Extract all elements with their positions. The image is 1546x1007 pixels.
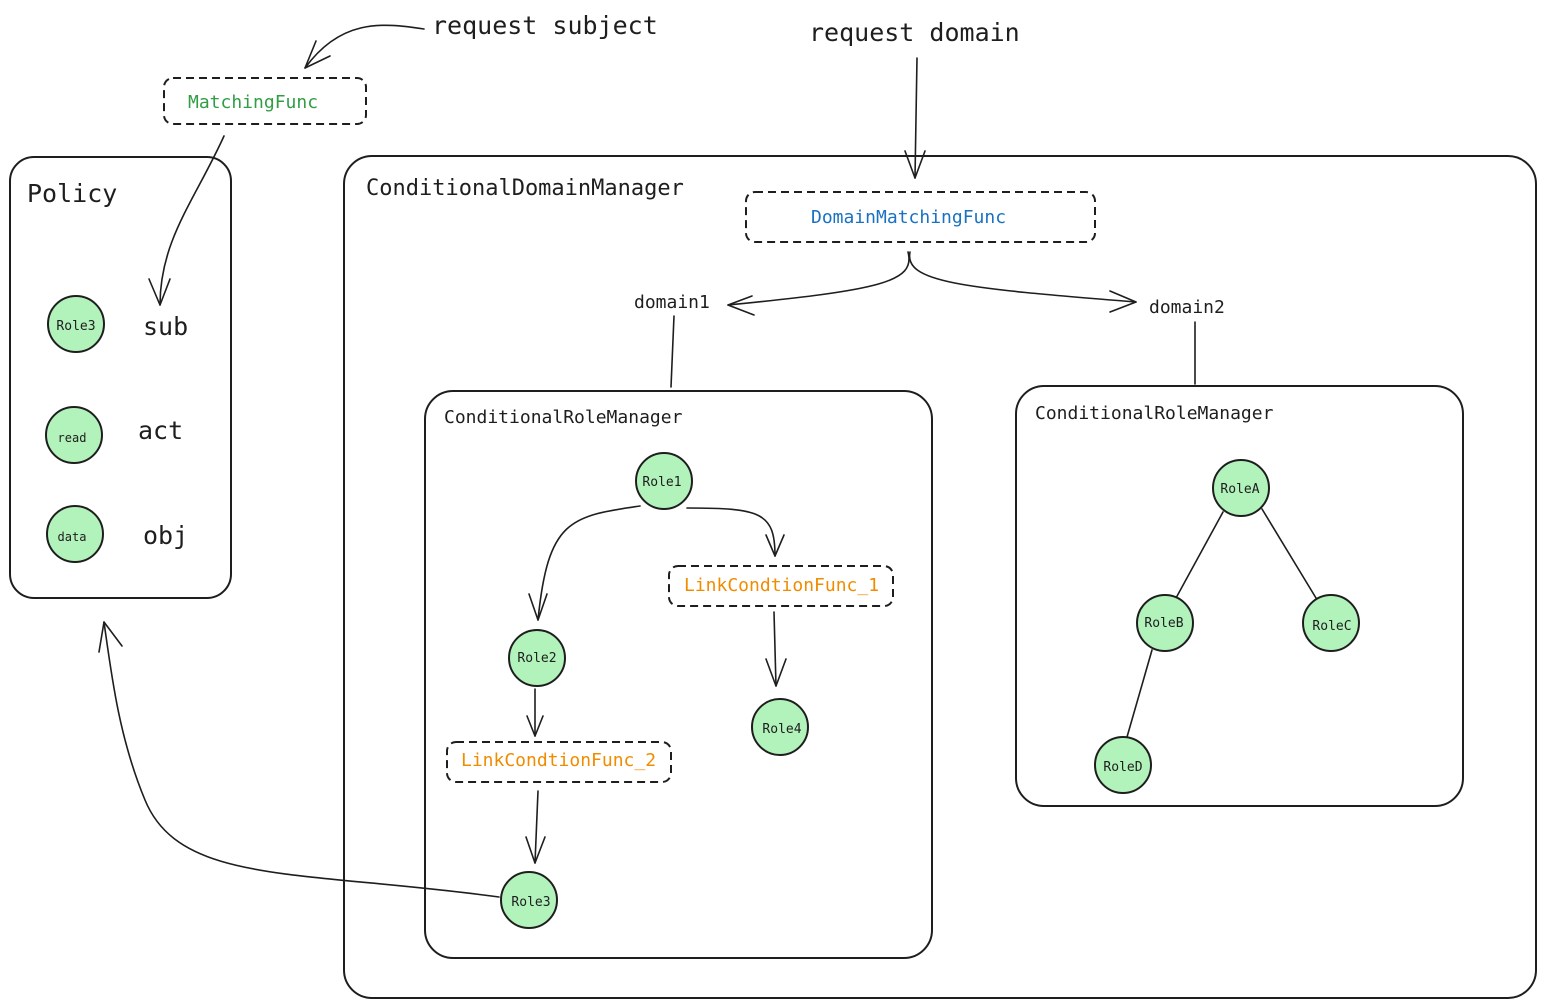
link-func-2-box <box>446 741 672 783</box>
roleA-to-roleC-edge <box>1261 508 1317 599</box>
link-func-2-label: LinkCondtionFunc_2 <box>461 750 656 771</box>
domain-manager-title: ConditionalDomainManager <box>366 176 684 201</box>
node-roleB <box>1136 594 1194 652</box>
domain-func-to-domain1-arrowhead <box>727 295 755 316</box>
role3-to-policy-arrowhead <box>98 621 123 653</box>
policy-title: Policy <box>27 179 117 208</box>
domain-func-to-domain2-arrowhead <box>1109 290 1137 313</box>
link-func-2-to-role3-arrow <box>534 790 539 864</box>
role2-to-link-func-2-arrowhead <box>526 715 544 737</box>
role-manager-1-title: ConditionalRoleManager <box>444 407 683 428</box>
policy-node-role3-label: Role3 <box>56 319 95 334</box>
request-domain-label: request domain <box>809 18 1020 47</box>
matching-func-label: MatchingFunc <box>188 92 318 113</box>
node-role2-label: Role2 <box>517 651 556 666</box>
role-manager-2-box <box>1015 385 1464 807</box>
role1-to-role2-arrowhead <box>528 593 548 621</box>
node-roleA-label: RoleA <box>1220 482 1259 497</box>
policy-field-obj: obj <box>143 521 188 550</box>
request-subject-arrow <box>304 24 425 69</box>
node-role4-label: Role4 <box>762 722 801 737</box>
policy-field-act: act <box>138 416 183 445</box>
role1-to-link-func-1-arrow <box>686 507 776 557</box>
roleA-to-roleB-edge <box>1175 511 1224 599</box>
policy-node-role3 <box>47 295 105 353</box>
matching-to-sub-arrow <box>159 135 225 306</box>
domain2-label: domain2 <box>1149 297 1225 318</box>
node-roleA <box>1212 459 1270 517</box>
node-roleC-label: RoleC <box>1312 619 1351 634</box>
node-role3 <box>500 871 558 929</box>
node-roleB-label: RoleB <box>1144 616 1183 631</box>
matching-to-sub-arrowhead <box>148 278 171 306</box>
policy-field-sub: sub <box>143 312 188 341</box>
role1-to-link-func-1-arrowhead <box>765 534 785 557</box>
node-role1-label: Role1 <box>642 475 681 490</box>
link-func-1-label: LinkCondtionFunc_1 <box>684 575 879 596</box>
roleB-to-roleD-edge <box>1126 649 1153 738</box>
role3-to-policy-arrow <box>103 621 500 898</box>
policy-node-data <box>46 505 104 563</box>
policy-node-read-label: read <box>58 431 87 445</box>
request-subject-label: request subject <box>432 11 658 40</box>
domain-func-to-domain2-arrow <box>908 251 1137 303</box>
link-func-1-to-role4-arrow <box>773 611 777 687</box>
node-role3-label: Role3 <box>511 895 550 910</box>
request-domain-arrowhead <box>904 150 926 179</box>
link-func-1-box <box>668 565 894 607</box>
node-roleD-label: RoleD <box>1103 760 1142 775</box>
role1-to-role2-arrow <box>537 505 641 621</box>
policy-node-data-label: data <box>58 530 87 544</box>
policy-box <box>9 156 232 599</box>
link-func-2-to-role3-arrowhead <box>525 836 546 864</box>
matching-func-box <box>163 77 367 125</box>
domain1-label: domain1 <box>634 292 710 313</box>
request-domain-arrow <box>914 57 918 179</box>
node-role2 <box>508 629 566 687</box>
node-roleD <box>1094 736 1152 794</box>
domain-func-to-domain1-arrow <box>727 251 910 306</box>
node-roleC <box>1302 594 1360 652</box>
node-role1 <box>635 452 693 510</box>
role-manager-2-title: ConditionalRoleManager <box>1035 403 1274 424</box>
domain-manager-box <box>343 155 1537 999</box>
domain-matching-func-label: DomainMatchingFunc <box>811 207 1006 228</box>
request-subject-arrowhead <box>304 40 331 69</box>
link-func-1-to-role4-arrowhead <box>765 658 787 687</box>
policy-node-read <box>45 406 103 464</box>
node-role4 <box>751 698 809 756</box>
domain1-to-role-manager-1-line <box>670 315 675 388</box>
role-manager-1-box <box>424 390 933 959</box>
